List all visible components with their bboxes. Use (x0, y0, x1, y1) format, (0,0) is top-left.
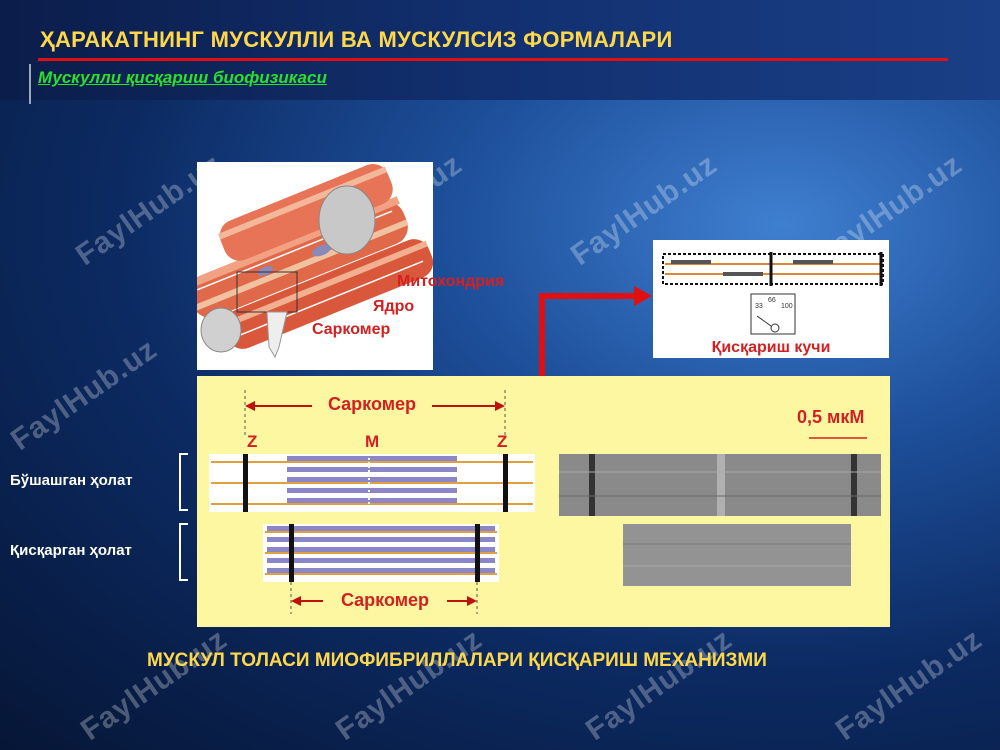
contraction-force-image: 33 66 100 Қисқариш кучи (653, 240, 889, 358)
sarcomere-panel: Саркомер Z M Z 0,5 мкМ (197, 376, 890, 627)
header-band (0, 0, 1000, 100)
contraction-force-label: Қисқариш кучи (712, 339, 831, 356)
scale-bar-label: 0,5 мкМ (797, 407, 864, 427)
label-nucleus: Ядро (373, 298, 415, 315)
relaxed-state-label: Бўшашган ҳолат (10, 472, 133, 489)
watermark: FaylHub.uz (580, 622, 739, 748)
label-mitochondria: Митохондрия (397, 273, 505, 290)
contracted-micrograph (623, 524, 851, 586)
m-line-label: M (365, 432, 379, 451)
slide-title: ҲАРАКАТНИНГ МУСКУЛЛИ ВА МУСКУЛСИЗ ФОРМАЛ… (40, 27, 673, 52)
gauge-number: 66 (768, 297, 776, 304)
z-line-label-right: Z (497, 432, 507, 451)
watermark: FaylHub.uz (5, 332, 164, 458)
title-underline (38, 58, 948, 61)
contracted-sarcomere-diagram (263, 524, 499, 582)
watermark: FaylHub.uz (75, 622, 234, 748)
sarcomere-label-bottom: Саркомер (341, 590, 429, 610)
contracted-state-label: Қисқарган ҳолат (10, 542, 132, 559)
red-arrow (539, 286, 652, 378)
label-sarcomere: Саркомер (312, 321, 391, 338)
relaxed-sarcomere-diagram (209, 454, 535, 512)
slide-subtitle: Мускулли қисқариш биофизикаси (38, 68, 327, 87)
header-divider (29, 64, 31, 104)
gauge-number: 100 (781, 303, 793, 310)
watermark: FaylHub.uz (830, 622, 989, 748)
state-brackets (179, 453, 188, 581)
gauge-number: 33 (755, 303, 763, 310)
sarcomere-label-top: Саркомер (328, 394, 416, 414)
watermark: FaylHub.uz (330, 622, 489, 748)
bottom-caption: МУСКУЛ ТОЛАСИ МИОФИБРИЛЛАЛАРИ ҚИСҚАРИШ М… (147, 650, 767, 671)
muscle-fiber-image (197, 162, 433, 370)
z-line-label-left: Z (247, 432, 257, 451)
